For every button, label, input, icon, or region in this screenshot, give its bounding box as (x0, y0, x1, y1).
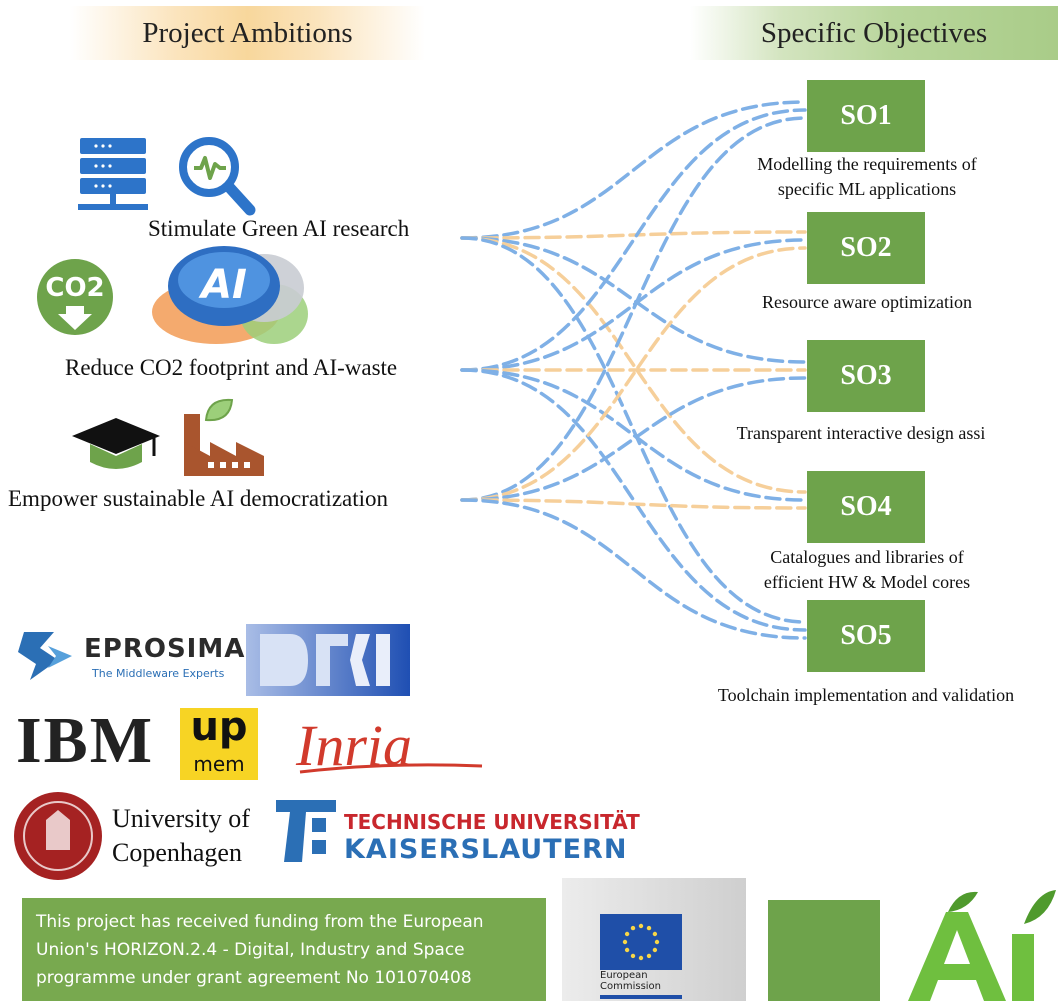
dfki-logo (246, 624, 410, 696)
connection-line (460, 230, 807, 240)
server-icon (78, 138, 148, 210)
ibm-logo: IBM (16, 704, 154, 777)
eu-star-icon (646, 953, 652, 959)
greenai-project-logo (908, 890, 1056, 1001)
ucph-name-line2: Copenhagen (112, 838, 242, 867)
eprosima-logo-text: EPROSIMA (84, 634, 246, 664)
co2-label: CO2 (45, 273, 104, 303)
connection-line (460, 116, 807, 502)
university-copenhagen-seal (14, 792, 102, 880)
green-factory-icon (184, 398, 264, 476)
connection-line (460, 236, 807, 364)
eu-star-icon (652, 947, 658, 953)
green-block (768, 900, 880, 1001)
so2-description: Resource aware optimization (722, 290, 1012, 315)
eu-flag-icon (600, 914, 682, 970)
so3-description-line1: Transparent interactive design assi (736, 423, 986, 443)
graduation-cap-icon (72, 418, 160, 469)
so4-description: Catalogues and libraries of efficient HW… (722, 545, 1012, 595)
connection-line (460, 246, 807, 502)
so2-description-line1: Resource aware optimization (762, 292, 972, 312)
connection-line (460, 498, 807, 640)
so3-box: SO3 (807, 340, 925, 412)
eu-star-icon (624, 931, 630, 937)
so1-description-line1: Modelling the requirements of (757, 154, 977, 174)
ai-sphere-icon: AI (152, 246, 308, 344)
eu-star-icon (624, 947, 630, 953)
ambition-democratization: Empower sustainable AI democratization (8, 486, 389, 511)
so4-description-line1: Catalogues and libraries of (770, 547, 964, 567)
so5-description-line1: Toolchain implementation and validation (717, 685, 1015, 705)
connection-line (460, 236, 807, 494)
ec-logo-text: European Commission (600, 970, 662, 992)
connection-line (460, 368, 807, 632)
so1-description-line2: specific ML applications (777, 179, 957, 199)
so4-box: SO4 (807, 471, 925, 543)
so3-description: Transparent interactive design assi (702, 421, 1020, 446)
tuk-name-line1: TECHNISCHE UNIVERSITÄT (344, 810, 640, 834)
search-analytics-icon (179, 137, 256, 216)
connection-line (460, 498, 807, 510)
ec-logo-bar (600, 995, 682, 999)
upmem-logo-top: up (190, 704, 248, 750)
eu-star-icon (646, 925, 652, 931)
project-ambitions-header: Project Ambitions (70, 6, 425, 60)
so2-box: SO2 (807, 212, 925, 284)
so4-description-line2: efficient HW & Model cores (763, 572, 971, 592)
ambition-green-ai-research: Stimulate Green AI research (148, 216, 410, 241)
specific-objectives-header: Specific Objectives (690, 6, 1058, 60)
so5-box: SO5 (807, 600, 925, 672)
connection-line (460, 100, 807, 240)
ucph-name-line1: University of (112, 804, 250, 833)
so5-description: Toolchain implementation and validation (674, 683, 1058, 708)
connection-line (460, 236, 807, 624)
eu-star-icon (630, 925, 636, 931)
tuk-name-line2: KAISERSLAUTERN (344, 834, 628, 865)
ai-label: AI (198, 262, 247, 308)
eu-star-icon (638, 923, 644, 929)
connection-line (460, 108, 807, 372)
eu-star-icon (622, 939, 628, 945)
so1-description: Modelling the requirements of specific M… (722, 152, 1012, 202)
eu-star-icon (654, 939, 660, 945)
ambition-reduce-co2: Reduce CO2 footprint and AI-waste (65, 355, 398, 380)
upmem-logo: up mem (180, 704, 258, 780)
so1-box: SO1 (807, 80, 925, 152)
tuk-logo-icon (276, 800, 336, 862)
funding-statement: This project has received funding from t… (22, 898, 546, 1001)
co2-icon: CO2 (37, 259, 113, 335)
upmem-logo-bottom: mem (193, 752, 245, 776)
connection-line (460, 376, 807, 502)
eu-star-icon (652, 931, 658, 937)
eprosima-logo-icon (18, 632, 72, 680)
inria-underline (299, 763, 483, 774)
eu-star-icon (638, 955, 644, 961)
connection-line (460, 368, 807, 502)
eu-star-icon (630, 953, 636, 959)
eprosima-tagline: The Middleware Experts (92, 667, 225, 680)
